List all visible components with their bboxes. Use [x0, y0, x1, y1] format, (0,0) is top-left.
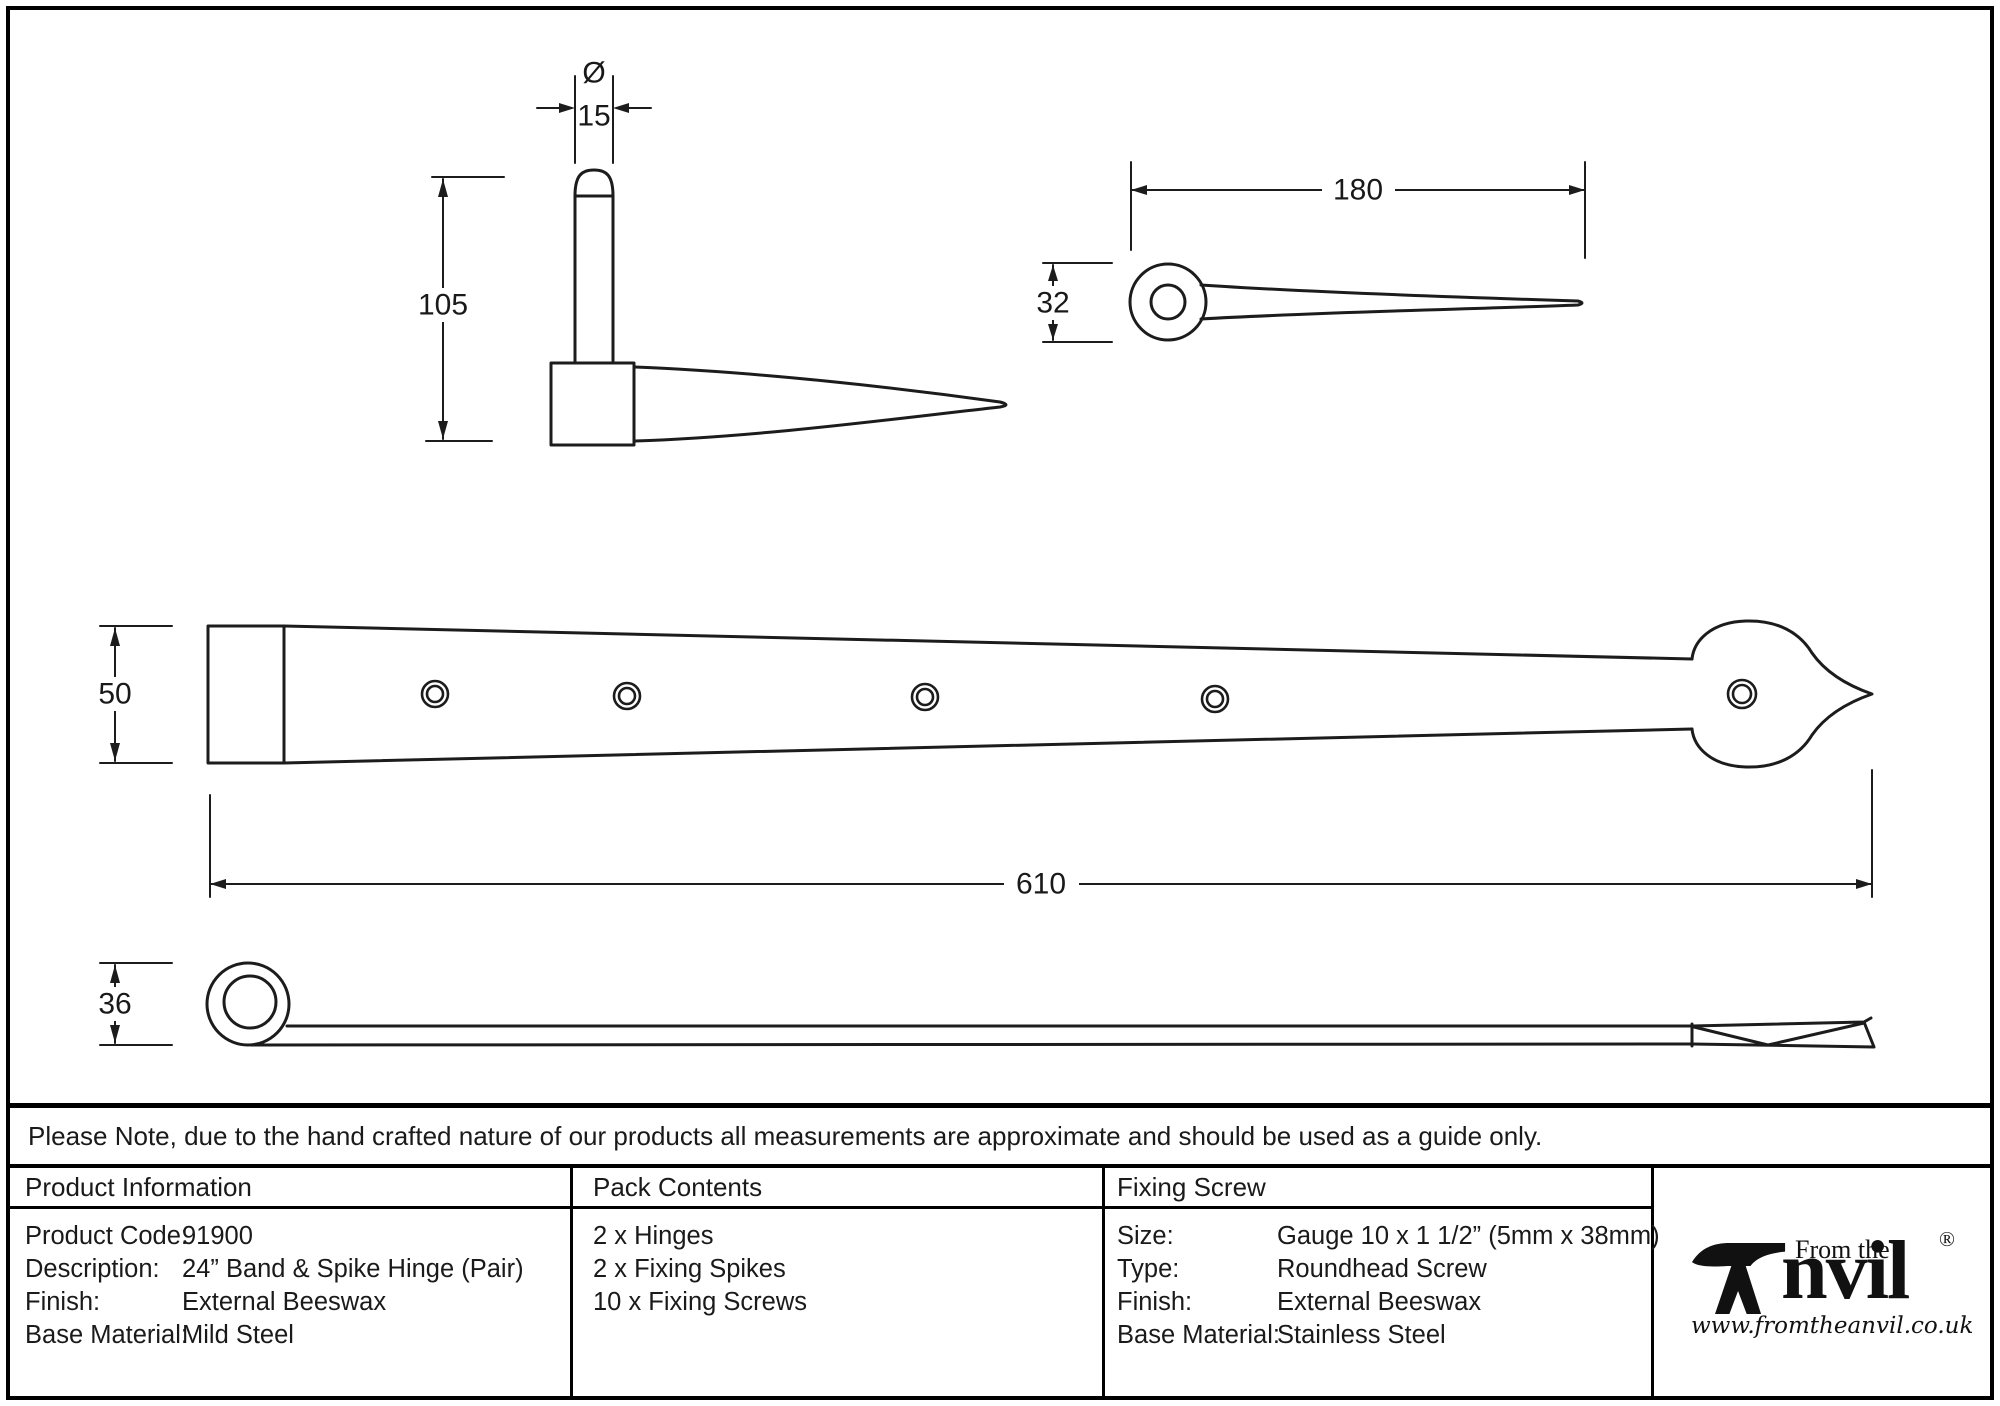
from-the-anvil-logo: From the nvil ® www.fromtheanvil.co.uk — [1691, 1221, 1974, 1343]
logo-prefix-text: From the — [1795, 1234, 1890, 1264]
dim-label-50: 50 — [98, 678, 131, 711]
dim-label-105: 105 — [418, 289, 468, 322]
spike-pin — [573, 194, 615, 365]
table-row: Product Code: 91900 — [25, 1220, 524, 1253]
spike-taper — [632, 365, 1008, 443]
band-screw-holes — [420, 678, 1758, 714]
table-row: Description: 24” Band & Spike Hinge (Pai… — [25, 1253, 524, 1286]
table-row: Base Material: Mild Steel — [25, 1319, 524, 1352]
band-taper-edges — [282, 624, 1694, 765]
screw-base-material-label: Base Material: — [1117, 1321, 1280, 1349]
spike-block — [549, 361, 636, 447]
product-code-label: Product Code: — [25, 1222, 189, 1250]
pack-contents-header: Pack Contents — [593, 1172, 763, 1202]
page-border — [6, 6, 1994, 1400]
base-material-label: Base Material: — [25, 1321, 188, 1349]
dim-label-32: 32 — [1036, 287, 1069, 320]
brand-logo-cell: From the nvil ® www.fromtheanvil.co.uk — [1654, 1167, 1990, 1396]
band-spear-tip — [1690, 619, 1874, 769]
anvil-icon — [1691, 1242, 1786, 1314]
table-divider-1 — [570, 1164, 573, 1396]
base-material-value: Mild Steel — [182, 1321, 294, 1349]
dimension-diameter-15 — [536, 75, 652, 164]
product-information-header: Product Information — [25, 1172, 252, 1202]
band-side-edges — [249, 1024, 1694, 1047]
note-row-top-border — [6, 1103, 1994, 1108]
dim-label-diameter-symbol: Ø — [582, 57, 605, 90]
registered-trademark-icon: ® — [1939, 1226, 1955, 1251]
pack-item-hinges: 2 x Hinges — [593, 1222, 714, 1250]
table-row: Finish: External Beeswax — [25, 1286, 524, 1319]
screw-type-value: Roundhead Screw — [1277, 1255, 1487, 1283]
band-curl-outer — [205, 961, 291, 1047]
screw-type-label: Type: — [1117, 1255, 1180, 1283]
technical-drawing-canvas: Ø 15 105 180 32 50 610 36 — [98, 56, 1876, 1049]
finish-label: Finish: — [25, 1288, 101, 1316]
table-header-underline — [6, 1206, 1654, 1209]
product-code-value: 91900 — [182, 1222, 253, 1250]
pack-item-screws: 10 x Fixing Screws — [593, 1288, 807, 1316]
logo-brand-text: nvil — [1781, 1223, 1910, 1317]
screw-size-value: Gauge 10 x 1 1/2” (5mm x 38mm) — [1277, 1222, 1660, 1250]
dim-label-36: 36 — [98, 988, 131, 1021]
spike-side-view-drawing — [425, 75, 1008, 447]
fixing-screw-cell: Size: Gauge 10 x 1 1/2” (5mm x 38mm) Typ… — [1117, 1220, 1660, 1352]
screw-size-label: Size: — [1117, 1222, 1174, 1250]
table-row: Type: Roundhead Screw — [1117, 1253, 1660, 1286]
table-top-border — [6, 1164, 1994, 1168]
measurement-note-text: Please Note, due to the hand crafted nat… — [28, 1120, 1543, 1151]
spike-eye-hole — [1149, 283, 1187, 321]
table-row: Base Material: Stainless Steel — [1117, 1319, 1660, 1352]
band-side-view-drawing — [99, 961, 1876, 1049]
pack-contents-cell: 2 x Hinges 2 x Fixing Spikes 10 x Fixing… — [593, 1220, 807, 1319]
description-label: Description: — [25, 1255, 160, 1283]
dim-label-diameter-value: 15 — [577, 100, 610, 133]
fixing-screw-header: Fixing Screw — [1117, 1172, 1266, 1202]
table-row: Size: Gauge 10 x 1 1/2” (5mm x 38mm) — [1117, 1220, 1660, 1253]
table-divider-3 — [1651, 1164, 1654, 1396]
band-curl-inner — [222, 974, 278, 1030]
screw-finish-label: Finish: — [1117, 1288, 1193, 1316]
spike-pin-cap — [573, 168, 615, 198]
band-end-plate — [206, 624, 286, 765]
table-row: Finish: External Beeswax — [1117, 1286, 1660, 1319]
band-side-tip — [1690, 1016, 1876, 1049]
product-information-cell: Product Code: 91900 Description: 24” Ban… — [25, 1220, 524, 1352]
spike-eye-outer — [1128, 262, 1208, 342]
pack-item-spikes: 2 x Fixing Spikes — [593, 1255, 786, 1283]
description-value: 24” Band & Spike Hinge (Pair) — [182, 1255, 524, 1283]
logo-website-url: www.fromtheanvil.co.uk — [1691, 1312, 1974, 1339]
finish-value: External Beeswax — [182, 1288, 387, 1316]
screw-finish-value: External Beeswax — [1277, 1288, 1482, 1316]
measurement-note: Please Note, due to the hand crafted nat… — [10, 1108, 1990, 1164]
spike-top-taper — [1199, 283, 1584, 321]
spike-top-view-drawing — [1042, 161, 1586, 343]
table-divider-2 — [1102, 1164, 1105, 1396]
dim-label-180: 180 — [1333, 174, 1383, 207]
dim-label-610: 610 — [1016, 868, 1066, 901]
screw-base-material-value: Stainless Steel — [1277, 1321, 1446, 1349]
